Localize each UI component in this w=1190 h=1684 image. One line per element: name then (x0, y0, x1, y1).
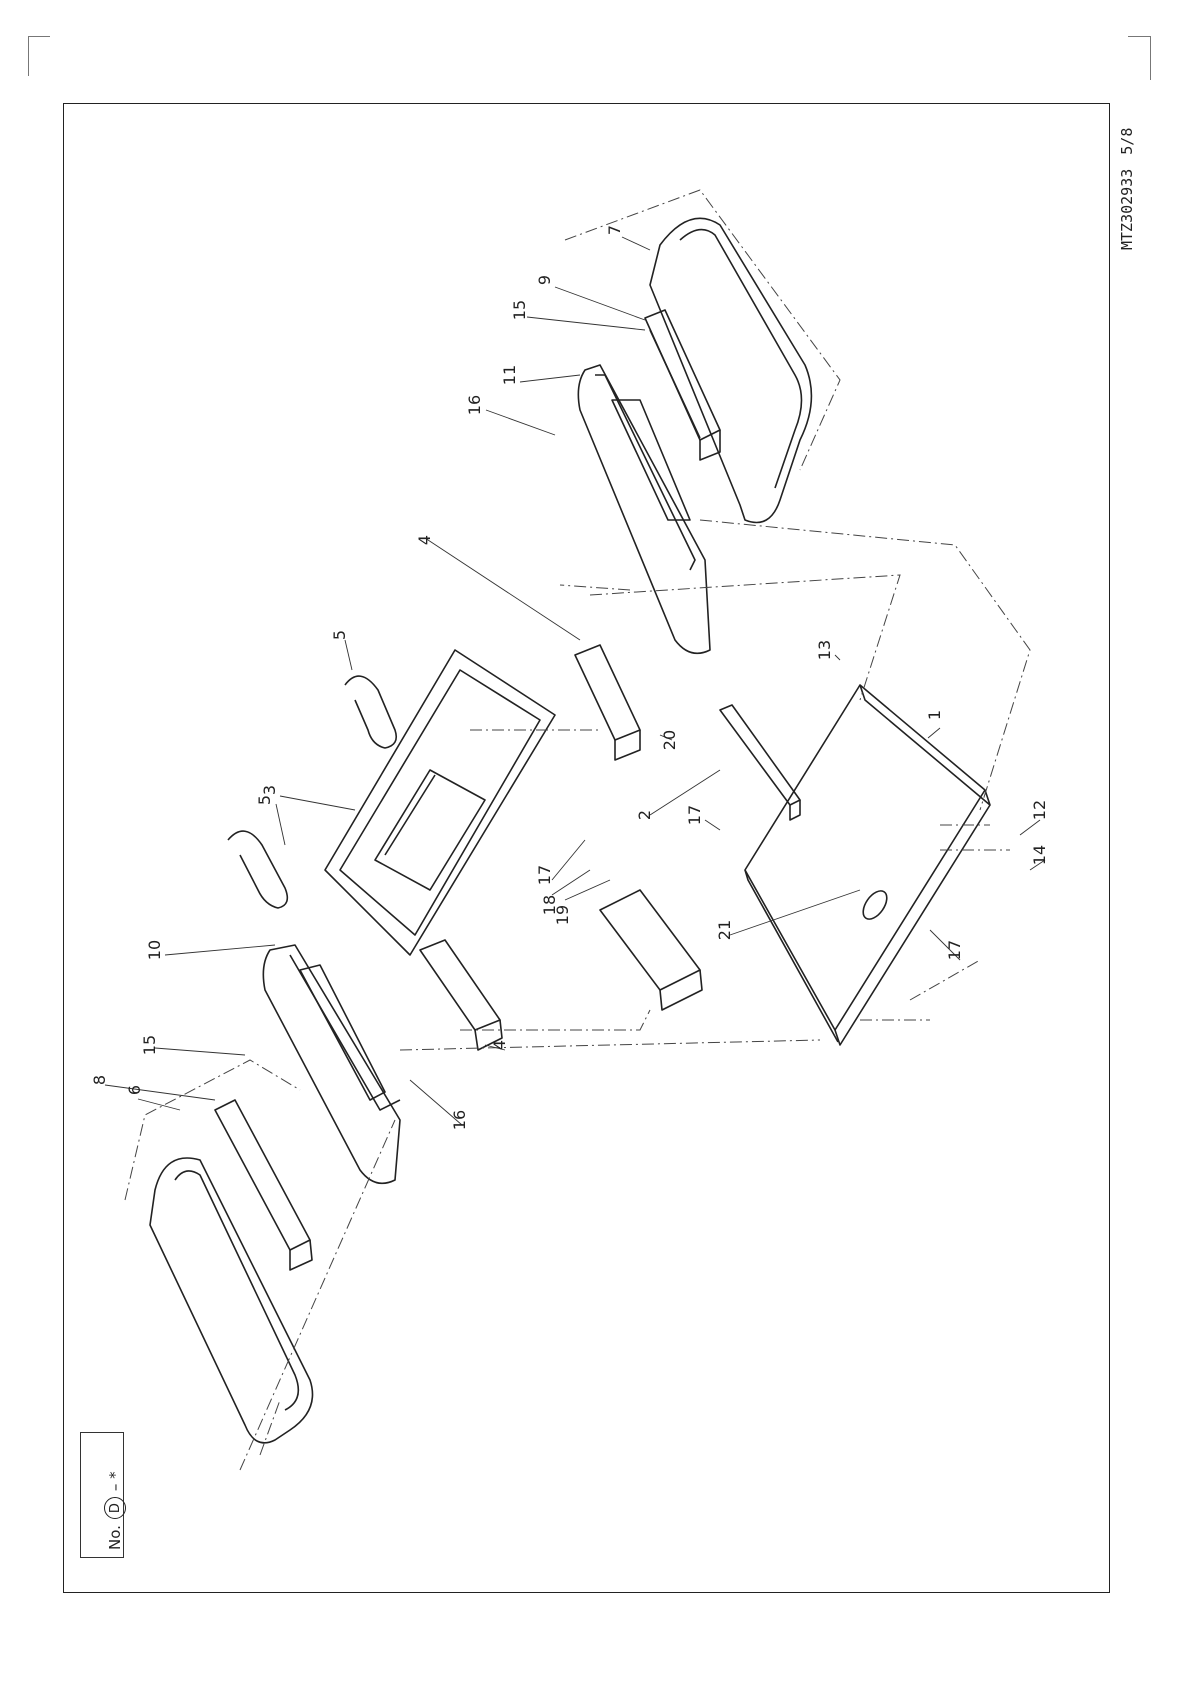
callout-10: 10 (145, 940, 164, 960)
part-4-upper-bracket (575, 645, 640, 760)
assembly-lines (125, 190, 1030, 1470)
part-11-side-panel (578, 365, 710, 653)
callout-1: 1 (925, 710, 944, 720)
callout-15: 15 (510, 300, 529, 320)
callout-17: 17 (535, 865, 554, 885)
part-10-side-panel (263, 945, 400, 1183)
callout-4: 4 (490, 1040, 509, 1050)
callout-17: 17 (685, 805, 704, 825)
callout-6: 6 (125, 1085, 144, 1095)
part-1-base-frame (745, 685, 990, 1045)
callout-14: 14 (1030, 845, 1049, 865)
callout-20: 20 (660, 730, 679, 750)
part-19-channel (600, 890, 702, 1010)
callout-7: 7 (605, 225, 624, 235)
callout-11: 11 (500, 365, 519, 385)
part-21-opening (858, 887, 891, 924)
callout-3: 3 (260, 785, 279, 795)
callout-4: 4 (415, 535, 434, 545)
part-2-cross-member (720, 705, 800, 820)
part-7-rear-pan (650, 218, 811, 522)
part-8-bracket (215, 1100, 312, 1270)
callout-8: 8 (90, 1075, 109, 1085)
callout-labels: 1234455678910111213141515161617171718192… (90, 225, 1049, 1130)
callout-21: 21 (715, 920, 734, 940)
callout-17: 17 (945, 940, 964, 960)
callout-12: 12 (1030, 800, 1049, 820)
callout-19: 19 (553, 905, 572, 925)
callout-5: 5 (330, 630, 349, 640)
callout-2: 2 (635, 810, 654, 820)
callout-13: 13 (815, 640, 834, 660)
part-3-top-plate (325, 650, 555, 955)
callout-5: 5 (255, 795, 274, 805)
callout-9: 9 (535, 275, 554, 285)
callout-16: 16 (450, 1110, 469, 1130)
callout-16: 16 (465, 395, 484, 415)
callout-15: 15 (140, 1035, 159, 1055)
part-4-lower-bracket (420, 940, 502, 1050)
leader-lines (105, 237, 1045, 1125)
